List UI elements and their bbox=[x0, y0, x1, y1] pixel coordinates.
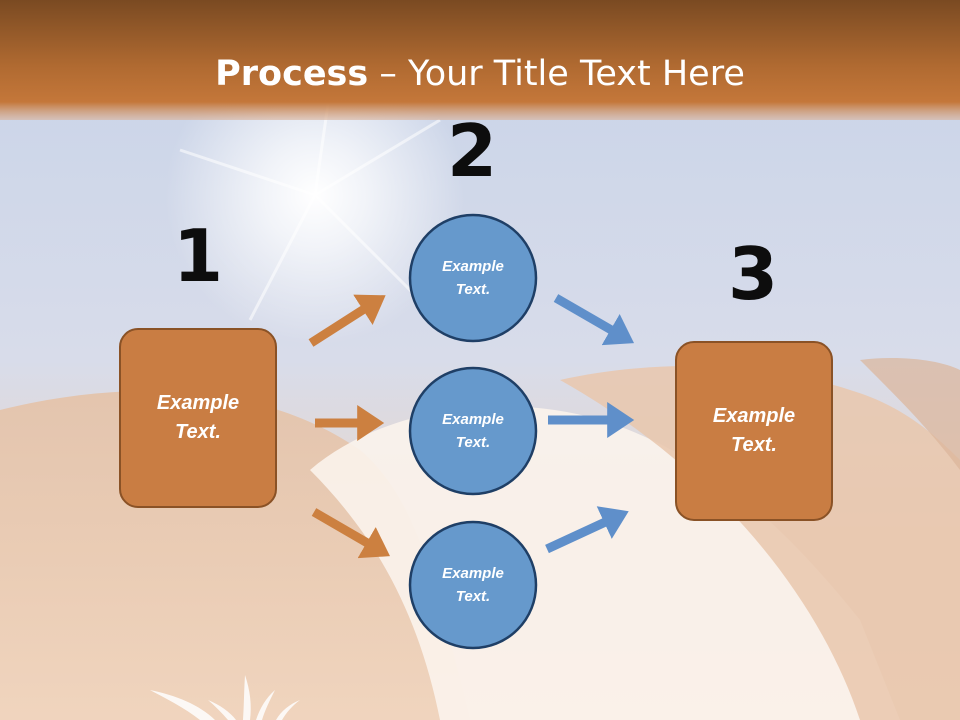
circle-middle bbox=[408, 366, 538, 496]
header-band bbox=[0, 0, 960, 120]
step-number-3: 3 bbox=[727, 232, 779, 316]
circle-bottom bbox=[408, 520, 538, 650]
left-box-label: Example Text. bbox=[156, 392, 240, 443]
step-number-1: 1 bbox=[172, 214, 224, 298]
arrow-circle-top-to-box bbox=[553, 294, 635, 346]
circle-middle-label: Example Text. bbox=[442, 411, 504, 451]
arrow-box-to-circle-top bbox=[308, 294, 386, 347]
left-box bbox=[119, 328, 277, 508]
arrow-box-to-circle-bottom bbox=[311, 508, 391, 559]
slide-title: Process – Your Title Text Here bbox=[0, 52, 960, 96]
right-box bbox=[675, 341, 833, 521]
title-rest: – Your Title Text Here bbox=[368, 54, 745, 94]
palm-logo-icon bbox=[150, 675, 300, 720]
right-box-label: Example Text. bbox=[712, 405, 796, 456]
circle-bottom-label: Example Text. bbox=[442, 565, 504, 605]
title-bold: Process bbox=[215, 54, 369, 94]
circle-top bbox=[408, 213, 538, 343]
circle-top-label: Example Text. bbox=[442, 258, 504, 298]
step-number-2: 2 bbox=[446, 109, 498, 193]
arrow-circle-bottom-to-box bbox=[545, 506, 629, 554]
